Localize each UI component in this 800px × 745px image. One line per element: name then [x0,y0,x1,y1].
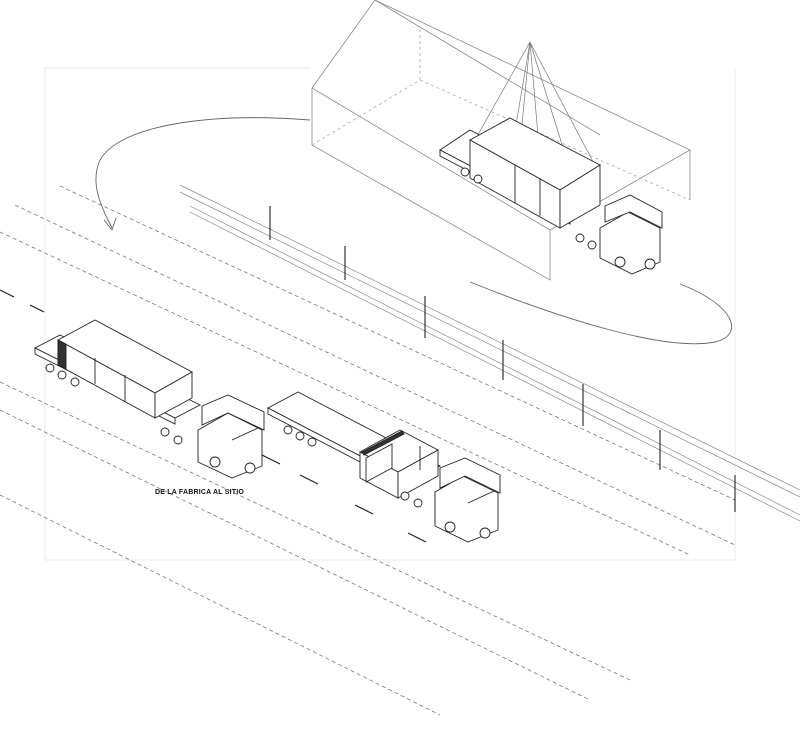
fence-posts [269,206,736,512]
guard-rail [179,184,800,522]
flatbed-truck-factory [439,117,663,275]
road-edges [0,185,736,716]
flatbed-truck-loaded [34,319,265,479]
sheet-frame [44,67,736,561]
road-lane [0,289,427,543]
flatbed-truck-short-module [267,391,501,543]
loop-arrow [95,117,732,345]
diagram-caption: DE LA FABRICA AL SITIO [155,489,245,496]
